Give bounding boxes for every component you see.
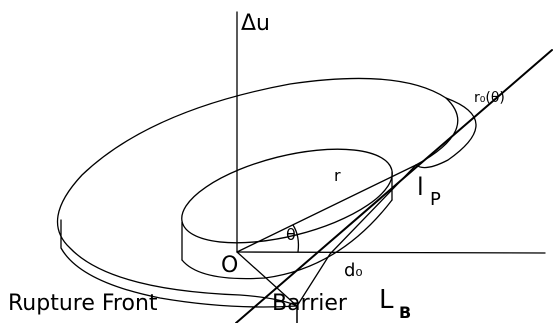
outer-truncated-ellipse-top [56,77,459,307]
theta-label: θ [286,225,296,244]
theta-arc [292,224,300,253]
barrier-line [235,49,553,323]
delta-u-label: Δu [241,11,270,36]
truncation-edge [296,164,417,307]
barrier-label: Barrier [272,291,348,316]
d0-label: d₀ [344,260,363,281]
lb-label: L [379,285,394,315]
lp-label: l [417,173,424,201]
r0-theta-label: r₀(θ) [474,90,505,106]
origin-label: O [221,253,238,278]
lp-subscript: P [430,189,441,210]
horizontal-axis [236,251,546,254]
rupture-front-label: Rupture Front [8,291,158,316]
r-line [236,164,417,253]
lb-subscript: B [399,303,411,322]
outer-rim-front [60,219,298,323]
outer-rim-back [415,97,477,169]
r-label: r [334,166,341,185]
inner-ellipse-base [181,199,393,280]
